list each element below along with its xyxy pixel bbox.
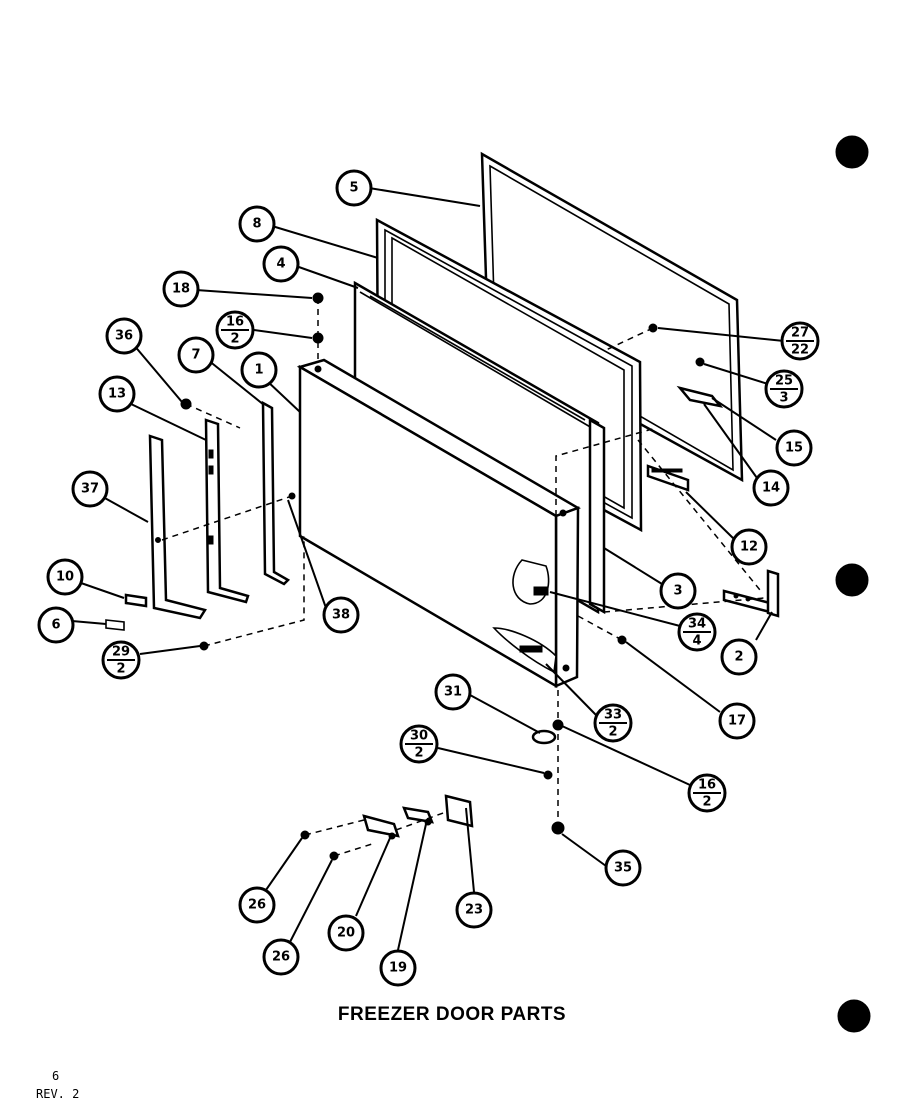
svg-text:37: 37 xyxy=(81,482,99,497)
svg-text:3: 3 xyxy=(779,391,788,406)
callout-1: 1 xyxy=(240,351,278,389)
callout-17: 17 xyxy=(718,702,756,740)
callout-16-over-2-lower: 16 2 xyxy=(687,773,727,813)
svg-text:14: 14 xyxy=(762,481,780,496)
svg-text:26: 26 xyxy=(248,898,266,913)
callout-7: 7 xyxy=(177,336,215,374)
callout-10: 10 xyxy=(46,558,84,596)
svg-text:3: 3 xyxy=(673,584,682,599)
part-upper-hinge xyxy=(676,357,724,408)
callout-4: 4 xyxy=(262,245,300,283)
callout-15: 15 xyxy=(775,429,813,467)
svg-text:12: 12 xyxy=(740,540,758,555)
svg-text:19: 19 xyxy=(389,961,407,976)
part-mounting-bracket xyxy=(148,434,207,620)
svg-text:4: 4 xyxy=(276,257,285,272)
callout-26-upper: 26 xyxy=(238,886,276,924)
svg-text:22: 22 xyxy=(791,343,809,358)
callout-37: 37 xyxy=(71,470,109,508)
callout-35: 35 xyxy=(604,849,642,887)
registration-dot-top xyxy=(835,135,869,169)
svg-text:7: 7 xyxy=(191,348,200,363)
part-side-strip xyxy=(588,417,606,615)
svg-text:23: 23 xyxy=(465,903,483,918)
part-lower-hinge-assembly xyxy=(362,794,474,840)
svg-text:2: 2 xyxy=(608,725,617,740)
callout-6: 6 xyxy=(37,606,75,644)
svg-text:4: 4 xyxy=(692,634,701,649)
part-washer xyxy=(531,729,557,745)
part-outer-door-panel xyxy=(296,358,581,689)
svg-text:2: 2 xyxy=(734,650,743,665)
diagram-title: FREEZER DOOR PARTS xyxy=(338,1004,566,1025)
part-vertical-strip xyxy=(261,400,291,586)
callout-38: 38 xyxy=(322,596,360,634)
svg-text:29: 29 xyxy=(112,645,130,660)
svg-text:17: 17 xyxy=(728,714,746,729)
part-handle-pocket xyxy=(492,559,557,674)
svg-text:6: 6 xyxy=(51,618,60,633)
svg-text:1: 1 xyxy=(254,363,263,378)
svg-text:10: 10 xyxy=(56,570,74,585)
svg-text:27: 27 xyxy=(791,326,809,341)
svg-text:16: 16 xyxy=(698,778,716,793)
leader-lines xyxy=(71,187,785,951)
callout-31: 31 xyxy=(434,673,472,711)
svg-text:25: 25 xyxy=(775,374,793,389)
callout-14: 14 xyxy=(752,469,790,507)
callout-20: 20 xyxy=(327,914,365,952)
callout-18: 18 xyxy=(162,270,200,308)
svg-text:34: 34 xyxy=(688,617,706,632)
callout-27-over-22: 27 22 xyxy=(780,321,820,361)
page-number: 6 xyxy=(52,1069,59,1083)
svg-text:2: 2 xyxy=(116,662,125,677)
svg-text:38: 38 xyxy=(332,608,350,623)
callout-29-over-2: 29 2 xyxy=(101,640,141,680)
revision-label: REV. 2 xyxy=(36,1087,79,1101)
callout-16-over-2-upper: 16 2 xyxy=(215,310,255,350)
svg-text:8: 8 xyxy=(252,217,261,232)
callout-34-over-4: 34 4 xyxy=(677,612,717,652)
assembly-lines xyxy=(161,298,765,857)
svg-text:30: 30 xyxy=(410,729,428,744)
callout-bubbles: 5 8 4 18 16 2 36 7 1 xyxy=(37,169,820,987)
svg-text:31: 31 xyxy=(444,685,462,700)
registration-dot-bottom xyxy=(837,999,871,1033)
callout-2: 2 xyxy=(720,638,758,676)
svg-text:2: 2 xyxy=(230,332,239,347)
callout-33-over-2: 33 2 xyxy=(593,703,633,743)
svg-text:2: 2 xyxy=(414,746,423,761)
svg-text:5: 5 xyxy=(349,181,358,196)
callout-23: 23 xyxy=(455,891,493,929)
svg-text:18: 18 xyxy=(172,282,190,297)
svg-text:35: 35 xyxy=(614,861,632,876)
svg-text:2: 2 xyxy=(702,795,711,810)
callout-30-over-2: 30 2 xyxy=(399,724,439,764)
part-hinge-bracket-upper xyxy=(204,418,250,604)
registration-dot-middle xyxy=(835,563,869,597)
callout-12: 12 xyxy=(730,528,768,566)
svg-text:33: 33 xyxy=(604,708,622,723)
svg-text:13: 13 xyxy=(108,387,126,402)
callout-36: 36 xyxy=(105,317,143,355)
callout-25-over-3: 25 3 xyxy=(764,369,804,409)
callout-26-lower: 26 xyxy=(262,938,300,976)
part-small-tab xyxy=(105,593,148,631)
callout-8: 8 xyxy=(238,205,276,243)
parts-drawing xyxy=(105,151,780,861)
svg-text:20: 20 xyxy=(337,926,355,941)
callout-19: 19 xyxy=(379,949,417,987)
registration-marks xyxy=(835,135,871,1033)
svg-text:16: 16 xyxy=(226,315,244,330)
svg-text:26: 26 xyxy=(272,950,290,965)
svg-text:15: 15 xyxy=(785,441,803,456)
part-right-bracket xyxy=(722,569,780,618)
svg-text:36: 36 xyxy=(115,329,133,344)
callout-3: 3 xyxy=(659,572,697,610)
callout-13: 13 xyxy=(98,375,136,413)
callout-5: 5 xyxy=(335,169,373,207)
